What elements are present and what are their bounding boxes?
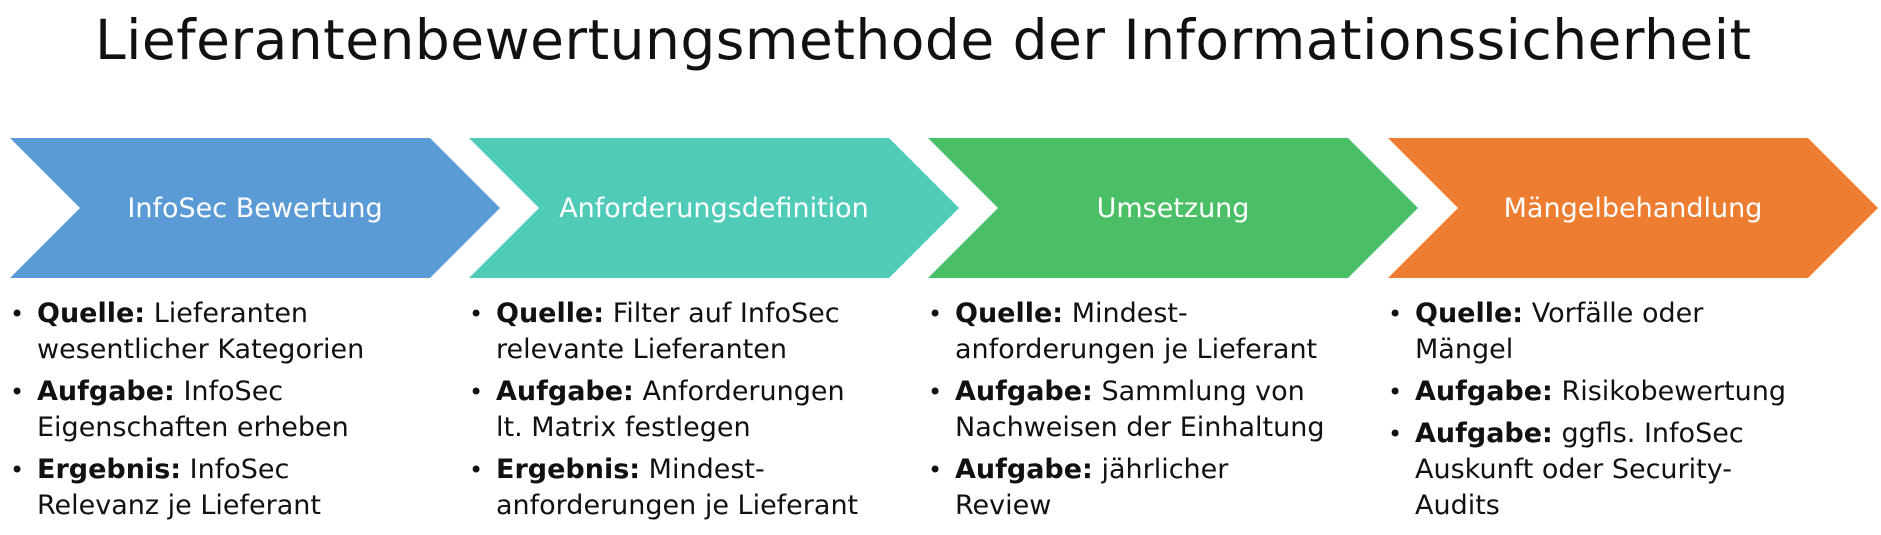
- item-text: Mindest-anforderungen je Lieferant: [496, 454, 859, 521]
- item-key: Quelle:: [1415, 298, 1524, 329]
- item-key: Aufgabe:: [496, 376, 634, 407]
- item-key: Aufgabe:: [955, 454, 1093, 485]
- diagram-title: Lieferantenbewertungsmethode der Informa…: [95, 8, 1752, 72]
- list-item: Aufgabe: Risikobewertung: [1388, 374, 1788, 410]
- chevron-shape: [1388, 138, 1878, 278]
- item-text: Risikobewertung: [1561, 376, 1786, 407]
- stage-4-label: Mängelbehandlung: [1503, 192, 1763, 224]
- stage-2-label: Anforderungsdefinition: [559, 192, 869, 224]
- list-item: Ergebnis: InfoSec Relevanz je Lieferant: [10, 452, 410, 524]
- list-item: Quelle: Lieferanten wesentlicher Kategor…: [10, 296, 410, 368]
- item-key: Ergebnis:: [496, 454, 641, 485]
- item-key: Aufgabe:: [37, 376, 175, 407]
- item-text: Vorfälle oder Mängel: [1415, 298, 1704, 365]
- item-key: Aufgabe:: [1415, 418, 1553, 449]
- list-item: Quelle: Vorfälle oder Mängel: [1388, 296, 1788, 368]
- item-text: Anforderungen lt. Matrix festlegen: [496, 376, 845, 443]
- list-item: Quelle: Mindest-anforderungen je Liefera…: [928, 296, 1328, 368]
- stage-1-chevron: InfoSec Bewertung: [10, 138, 500, 278]
- stage-2-chevron: Anforderungsdefinition: [469, 138, 959, 278]
- stage-3-chevron: Umsetzung: [928, 138, 1418, 278]
- chevron-shape: [469, 138, 959, 278]
- list-item: Aufgabe: Anforderungen lt. Matrix festle…: [469, 374, 869, 446]
- item-key: Ergebnis:: [37, 454, 182, 485]
- item-text: Mindest-anforderungen je Lieferant: [955, 298, 1318, 365]
- list-item: Aufgabe: ggfls. InfoSec Auskunft oder Se…: [1388, 416, 1788, 524]
- stage-3-bullets: Quelle: Mindest-anforderungen je Liefera…: [928, 296, 1328, 530]
- item-text: ggfls. InfoSec Auskunft oder Security-Au…: [1415, 418, 1744, 521]
- stage-3-label: Umsetzung: [1096, 192, 1250, 224]
- item-text: InfoSec Eigenschaften erheben: [37, 376, 349, 443]
- item-key: Quelle:: [496, 298, 605, 329]
- stage-4-bullets: Quelle: Vorfälle oder Mängel Aufgabe: Ri…: [1388, 296, 1788, 530]
- list-item: Quelle: Filter auf InfoSec relevante Lie…: [469, 296, 869, 368]
- chevron-shape: [928, 138, 1418, 278]
- item-text: Sammlung von Nachweisen der Einhaltung: [955, 376, 1325, 443]
- item-text: Filter auf InfoSec relevante Lieferanten: [496, 298, 840, 365]
- item-key: Aufgabe:: [1415, 376, 1553, 407]
- list-item: Aufgabe: InfoSec Eigenschaften erheben: [10, 374, 410, 446]
- chevron-shape: [10, 138, 500, 278]
- item-key: Aufgabe:: [955, 376, 1093, 407]
- item-text: InfoSec Relevanz je Lieferant: [37, 454, 321, 521]
- item-text: Lieferanten wesentlicher Kategorien: [37, 298, 365, 365]
- list-item: Ergebnis: Mindest-anforderungen je Liefe…: [469, 452, 869, 524]
- list-item: Aufgabe: Sammlung von Nachweisen der Ein…: [928, 374, 1328, 446]
- item-key: Quelle:: [955, 298, 1064, 329]
- stage-2-bullets: Quelle: Filter auf InfoSec relevante Lie…: [469, 296, 869, 530]
- stage-1-label: InfoSec Bewertung: [127, 192, 383, 224]
- item-text: jährlicher Review: [955, 454, 1229, 521]
- stage-4-chevron: Mängelbehandlung: [1388, 138, 1878, 278]
- item-key: Quelle:: [37, 298, 146, 329]
- list-item: Aufgabe: jährlicher Review: [928, 452, 1328, 524]
- stage-1-bullets: Quelle: Lieferanten wesentlicher Kategor…: [10, 296, 410, 530]
